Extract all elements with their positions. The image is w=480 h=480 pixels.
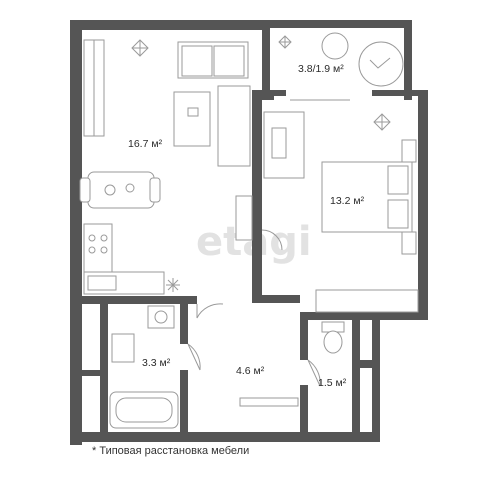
bedroom-furniture (263, 111, 419, 313)
area-living: 16.7 м² (128, 138, 163, 150)
area-bedroom: 13.2 м² (330, 195, 365, 207)
living-furniture (79, 39, 253, 295)
bathroom-furniture (109, 305, 345, 429)
area-hall: 4.6 м² (236, 365, 265, 377)
room-labels: 16.7 м² 3.8/1.9 м² 13.2 м² 3.3 м² 4.6 м²… (128, 63, 365, 389)
area-bathroom: 3.3 м² (142, 357, 171, 369)
area-wc: 1.5 м² (318, 377, 347, 389)
balcony-furniture (278, 32, 404, 87)
walls (70, 20, 428, 445)
furniture-footnote: * Типовая расстановка мебели (92, 445, 250, 457)
doors (187, 99, 350, 387)
area-balcony: 3.8/1.9 м² (298, 63, 344, 75)
